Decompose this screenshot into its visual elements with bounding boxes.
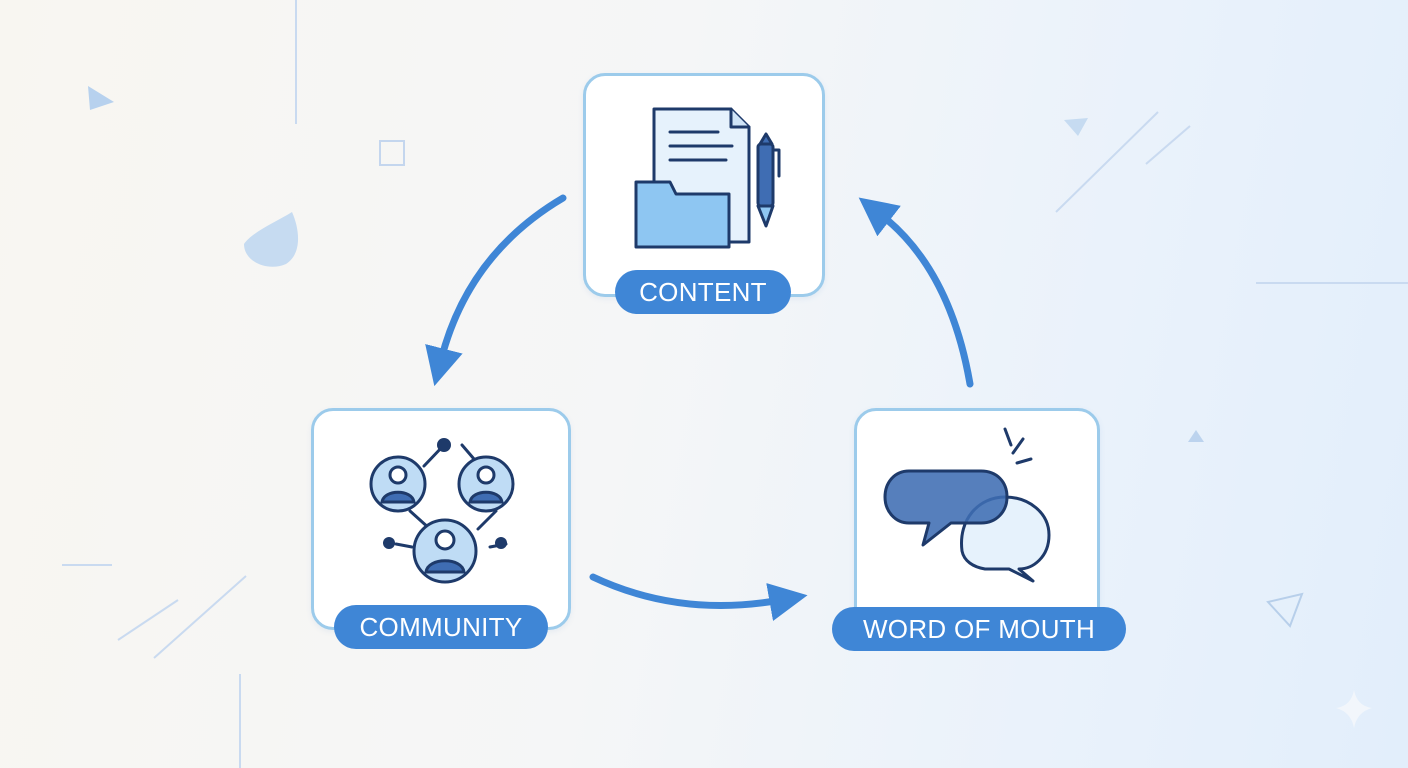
arrow-community-to-word-of-mouth: [589, 573, 808, 621]
label-community: COMMUNITY: [334, 605, 548, 649]
connected-people-icon: [369, 438, 515, 584]
speech-bubbles-icon: [883, 427, 1051, 583]
person-left: [369, 455, 427, 513]
label-content: CONTENT: [615, 270, 791, 314]
person-right: [457, 455, 515, 513]
arrow-word-of-mouth-to-content: [858, 197, 974, 388]
person-center: [412, 518, 478, 584]
node-content: [583, 73, 825, 297]
label-word-of-mouth: WORD OF MOUTH: [832, 607, 1126, 651]
arrow-content-to-community: [425, 194, 567, 387]
node-community: [311, 408, 571, 630]
document-folder-pen-icon: [634, 107, 781, 249]
node-word-of-mouth: [854, 408, 1100, 630]
